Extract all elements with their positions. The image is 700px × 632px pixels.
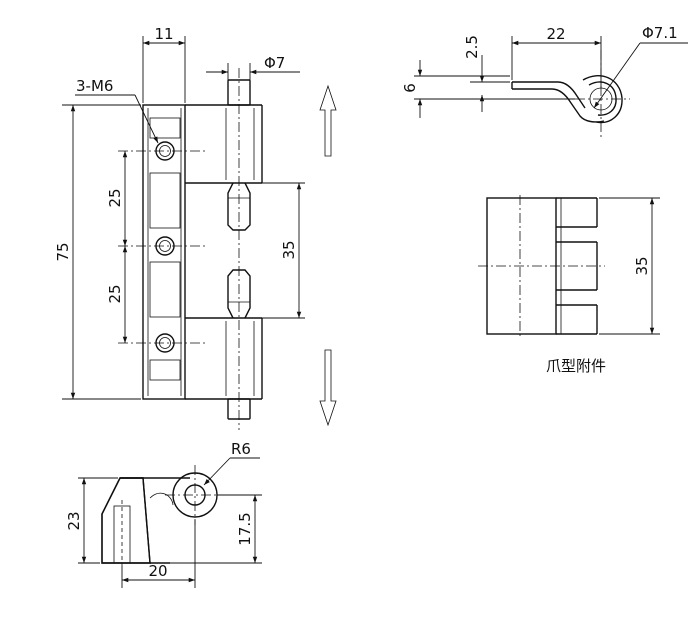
dim-hole-pitch: 25 25 [106, 151, 128, 343]
dim-pin-diameter: Φ7 [206, 54, 300, 80]
mounting-holes [155, 141, 175, 353]
arrow-up-icon [319, 84, 337, 157]
hatched-leaf-section [101, 477, 151, 564]
svg-text:R6: R6 [231, 440, 251, 458]
hinge-body [185, 104, 263, 400]
svg-text:75: 75 [54, 242, 72, 261]
dim-width-11: 11 [142, 25, 186, 103]
svg-text:35: 35 [633, 256, 651, 275]
arrow-down-icon [319, 349, 337, 427]
dim-hole-diameter: Φ7.1 [593, 24, 688, 109]
dim-offset-2-5: 2.5 [463, 35, 510, 112]
side-view: R6 23 17.5 20 [65, 440, 262, 588]
claw-front-view: 35 爪型附件 [478, 195, 660, 375]
dim-span-35: 35 [262, 182, 305, 319]
dim-length-22: 22 [511, 25, 602, 88]
svg-text:20: 20 [148, 562, 167, 580]
hinge-leaf [142, 104, 186, 400]
svg-text:11: 11 [154, 25, 173, 43]
svg-text:Φ7.1: Φ7.1 [642, 24, 678, 42]
dim-hole-spec: 3-M6 [75, 77, 159, 144]
svg-text:22: 22 [546, 25, 565, 43]
dim-height-17-5: 17.5 [170, 494, 262, 564]
svg-text:25: 25 [106, 188, 124, 207]
dim-height-35-claw: 35 [599, 197, 660, 335]
svg-text:2.5: 2.5 [463, 35, 481, 59]
svg-text:35: 35 [280, 240, 298, 259]
dim-width-20: 20 [121, 520, 196, 588]
claw-accessory-caption: 爪型附件 [546, 357, 606, 375]
dim-thickness-6: 6 [401, 60, 575, 118]
center-lines [118, 68, 240, 430]
claw-top-view: 22 Φ7.1 2.5 6 [401, 24, 688, 140]
svg-text:17.5: 17.5 [236, 512, 254, 545]
dim-height-75: 75 [54, 104, 141, 400]
svg-text:25: 25 [106, 284, 124, 303]
svg-text:3-M6: 3-M6 [76, 77, 113, 95]
front-view: 11 Φ7 3-M6 75 25 25 [54, 25, 337, 430]
svg-text:6: 6 [401, 83, 419, 93]
svg-text:Φ7: Φ7 [264, 54, 285, 72]
dim-height-23: 23 [65, 477, 118, 564]
svg-text:23: 23 [65, 511, 83, 530]
dim-radius: R6 [203, 440, 260, 486]
